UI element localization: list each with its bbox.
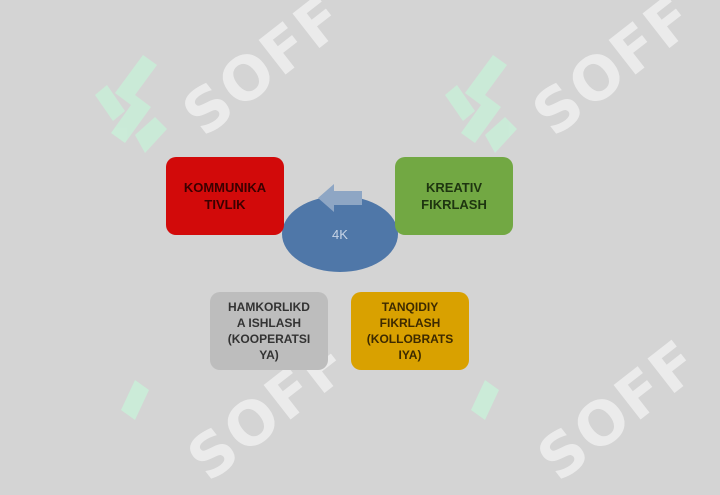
center-ellipse: 4K — [282, 196, 398, 272]
center-label: 4K — [332, 226, 348, 242]
watermark-text: SOFF — [170, 0, 359, 151]
box-collaboration-label: HAMKORLIKD A ISHLASH (KOOPERATSI YA) — [227, 300, 311, 362]
arrow-left-icon — [318, 184, 362, 212]
watermark-text: SOFF — [525, 326, 714, 495]
box-critical: TANQIDIY FIKRLASH (KOLLOBRATS IYA) — [351, 292, 469, 370]
watermark-logo-icon — [95, 55, 167, 153]
watermark-logo-icon — [445, 55, 517, 153]
watermark-text: SOFF — [520, 0, 709, 151]
box-communication-label: KOMMUNIKA TIVLIK — [183, 180, 267, 212]
box-critical-label: TANQIDIY FIKRLASH (KOLLOBRATS IYA) — [366, 300, 454, 362]
box-communication: KOMMUNIKA TIVLIK — [166, 157, 284, 235]
box-creative-label: KREATIV FIKRLASH — [421, 180, 487, 212]
watermark-logo-icon — [121, 380, 149, 420]
box-creative: KREATIV FIKRLASH — [395, 157, 513, 235]
watermark-logo-icon — [471, 380, 499, 420]
box-collaboration: HAMKORLIKD A ISHLASH (KOOPERATSI YA) — [210, 292, 328, 370]
